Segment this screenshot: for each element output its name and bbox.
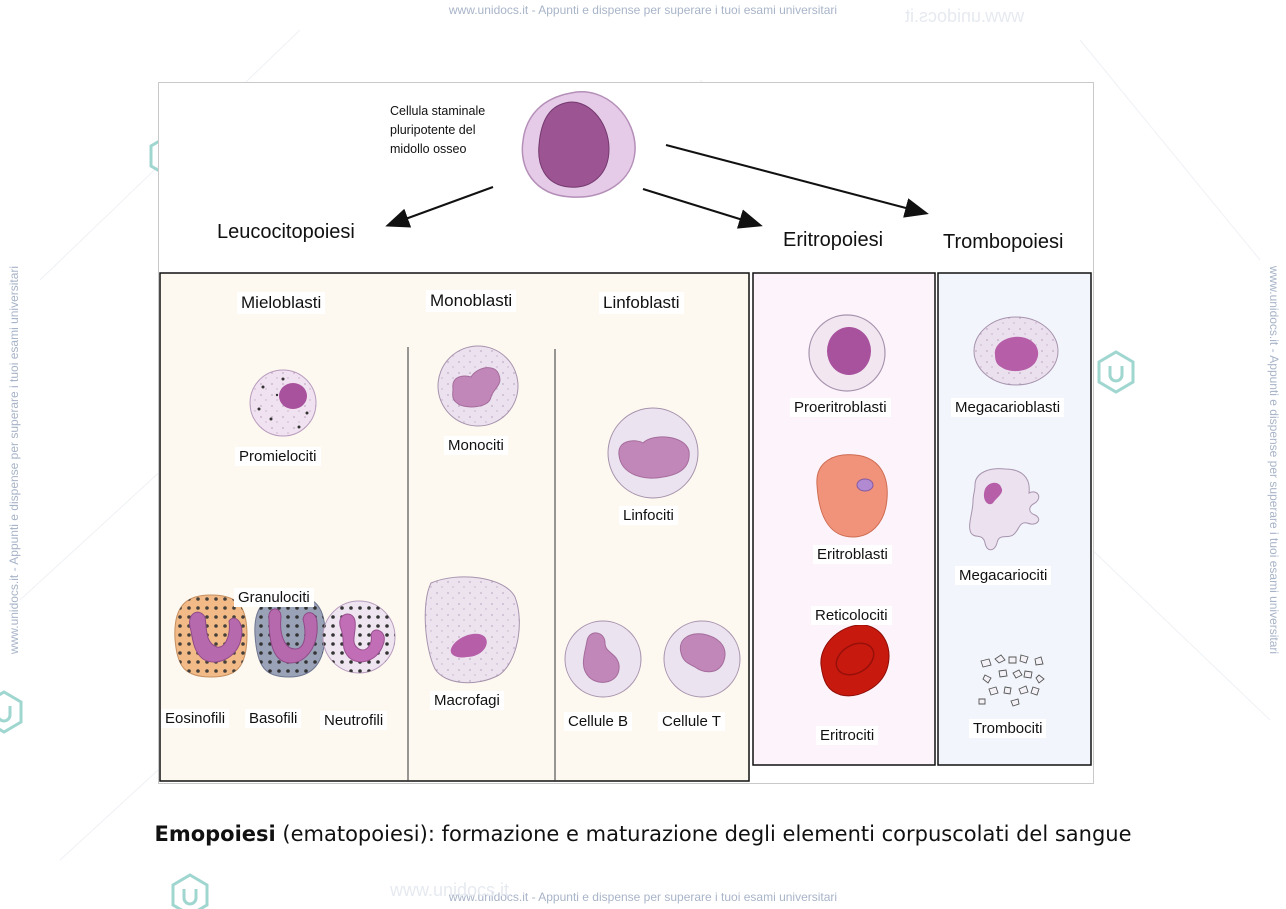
- caption-text: (ematopoiesi): formazione e maturazione …: [275, 822, 1132, 846]
- eosinofilo-cell: [174, 594, 248, 678]
- label-macrofagi: Macrofagi: [430, 691, 504, 710]
- neutrofilo-cell: [322, 600, 396, 674]
- megacariocita-cell: [969, 468, 1040, 551]
- stem-cell: [521, 91, 636, 198]
- section-trombopoiesi: Trombopoiesi: [943, 231, 1064, 253]
- proeritroblasto-cell: [808, 314, 886, 392]
- cellula-t-cell: [663, 620, 741, 698]
- caption-term: Emopoiesi: [154, 822, 276, 846]
- label-megacariociti: Megacariociti: [955, 566, 1052, 585]
- label-linfociti: Linfociti: [619, 506, 678, 525]
- arrow-leuco: [385, 186, 494, 228]
- arrow-eritro: [642, 188, 763, 229]
- arrow-trombo: [665, 144, 929, 218]
- stem-label-line: midollo osseo: [390, 142, 467, 156]
- unidocs-logo-icon: [171, 873, 209, 909]
- promielocito-cell: [249, 369, 317, 437]
- trombociti-cells: [978, 654, 1045, 707]
- watermark-faint-bottom: www.unidocs.it: [390, 880, 510, 900]
- label-promielociti: Promielociti: [235, 447, 321, 466]
- label-monoblasti: Monoblasti: [426, 290, 517, 312]
- eritroblasto-cell: [816, 454, 888, 538]
- figure-drawing: [159, 91, 1092, 782]
- label-megacarioblasti: Megacarioblasti: [951, 398, 1065, 417]
- watermark-top: www.unidocs.it - Appunti e dispense per …: [448, 3, 838, 17]
- figure-caption: Emopoiesi (ematopoiesi): formazione e ma…: [0, 822, 1286, 846]
- label-eosinofili: Eosinofili: [161, 709, 230, 728]
- label-basofili: Basofili: [245, 709, 302, 728]
- linfocita-cell: [607, 407, 699, 499]
- unidocs-logo-icon: [1097, 350, 1135, 394]
- section-eritropoiesi: Eritropoiesi: [783, 229, 884, 251]
- stem-label-line: pluripotente del: [390, 123, 476, 137]
- label-proeritroblasti: Proeritroblasti: [790, 398, 891, 417]
- monocita-cell: [437, 345, 519, 427]
- watermark-bottom: www.unidocs.it - Appunti e dispense per …: [448, 890, 838, 904]
- stem-cell-label: Cellula staminale pluripotente del midol…: [390, 102, 485, 159]
- macrofago-cell: [424, 576, 520, 684]
- label-neutrofili: Neutrofili: [320, 711, 388, 730]
- label-mieloblasti: Mieloblasti: [237, 292, 326, 314]
- label-trombociti: Trombociti: [969, 719, 1047, 738]
- label-cellule-t: Cellule T: [658, 712, 725, 731]
- section-leucocitopoiesi: Leucocitopoiesi: [217, 221, 355, 243]
- stem-label-line: Cellula staminale: [390, 104, 486, 118]
- label-reticolociti: Reticolociti: [811, 606, 892, 625]
- basofilo-cell: [254, 594, 326, 678]
- cellula-b-cell: [564, 620, 642, 698]
- megacarioblasto-cell: [973, 316, 1059, 386]
- unidocs-logo-icon: [0, 690, 23, 734]
- label-linfoblasti: Linfoblasti: [599, 292, 684, 314]
- label-eritrociti: Eritrociti: [816, 726, 879, 745]
- label-eritroblasti: Eritroblasti: [813, 545, 892, 564]
- eritrocita-cell: [820, 624, 890, 697]
- hematopoiesis-figure: Cellula staminale pluripotente del midol…: [158, 82, 1094, 784]
- label-monociti: Monociti: [444, 436, 508, 455]
- label-granulociti: Granulociti: [234, 588, 314, 607]
- label-cellule-b: Cellule B: [564, 712, 633, 731]
